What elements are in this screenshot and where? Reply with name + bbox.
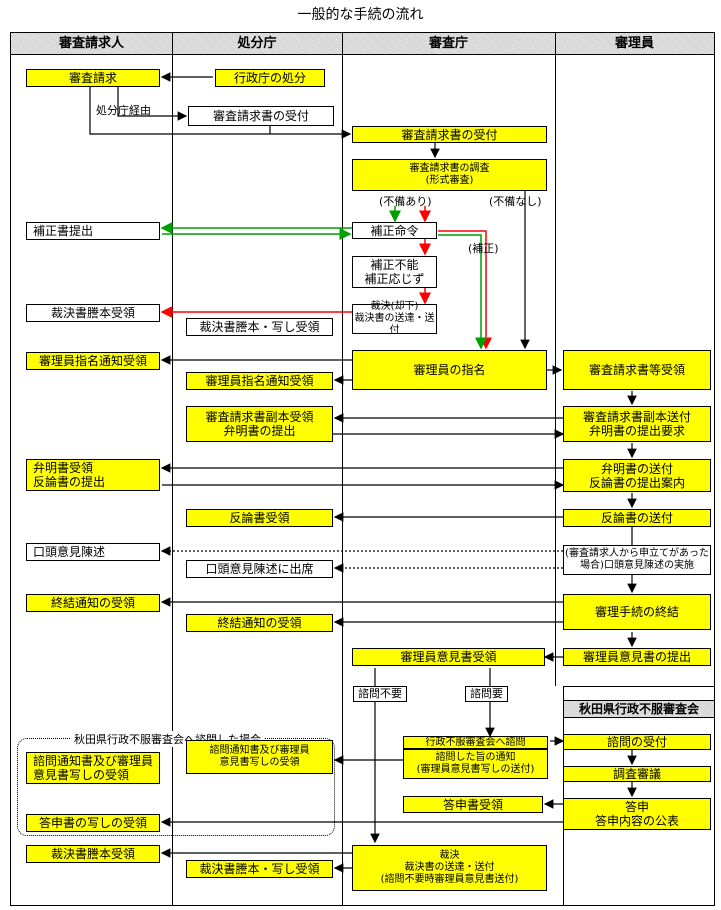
column-divider: [172, 33, 173, 905]
dismissal-box: 裁決(却下) 裁決書の送達・送付: [352, 301, 437, 336]
council-panel-title: 秋田県行政不服審査会: [563, 700, 715, 718]
agency-decision-copy-box-2: 裁決書謄本・写し受領: [186, 860, 333, 878]
answer-box: 答申 答申内容の公表: [563, 798, 711, 830]
explanation-recv-box: 弁明書受領 反論書の提出: [26, 459, 160, 491]
via-agency-label: 処分庁経由: [96, 104, 151, 117]
column-divider: [555, 33, 556, 686]
council-panel: [563, 686, 715, 906]
oral-statement-box: 口頭意見陳述: [26, 543, 160, 561]
send-copy-box: 審査請求書副本送付 弁明書の提出要求: [563, 406, 711, 442]
col-header-review-office: 審査庁: [342, 33, 555, 55]
corrected-label: (補正): [468, 242, 499, 255]
agency-examiner-notice-box: 審理員指名通知受領: [186, 372, 333, 390]
uncorrectable-box: 補正不能 補正応じず: [352, 256, 437, 288]
oral-attend-box: 口頭意見陳述に出席: [186, 560, 333, 578]
correction-order-box: 補正命令: [352, 222, 437, 239]
diagram-frame: [10, 32, 715, 906]
oral-implement-box: (審査請求人から申立てがあった場合)口頭意見陳述の実施: [563, 545, 711, 575]
agency-copy-recv-box: 審査請求書副本受領 弁明書の提出: [186, 406, 333, 442]
consult-notice-box: 諮問した旨の通知 (審理員意見書写しの送付): [403, 749, 548, 779]
opinion-recv-box: 審理員意見書受領: [352, 648, 545, 666]
consult-notice-recv-box: 諮問通知書及び審理員 意見書写しの受領: [26, 752, 160, 784]
review-end-box: 審理手続の終結: [563, 594, 711, 630]
defect-no-label: (不備なし): [489, 195, 542, 208]
correction-submit-box: 補正書提出: [26, 222, 160, 240]
decision-copy-recv-box: 裁決書謄本受領: [26, 304, 160, 322]
col-header-examiner: 審理員: [555, 33, 714, 55]
examiner-receipt-box: 審査請求書等受領: [563, 350, 711, 390]
agency-end-notice-box: 終結通知の受領: [186, 614, 333, 632]
inspection-box: 審査請求書の調査 (形式審査): [352, 159, 547, 191]
col-header-requester: 審査請求人: [11, 33, 172, 55]
answer-copy-recv-box: 答申書の写しの受領: [26, 814, 160, 832]
office-receipt-box: 審査請求書の受付: [352, 126, 547, 143]
agency-decision-copy-box: 裁決書謄本・写し受領: [186, 318, 333, 336]
col-header-agency: 処分庁: [172, 33, 342, 55]
decision-copy-recv-box-2: 裁決書謄本受領: [26, 845, 160, 863]
defect-yes-label: (不備あり): [379, 195, 432, 208]
consult-not-required-tag: 諮問不要: [353, 686, 407, 702]
request-box: 審査請求: [26, 69, 160, 87]
examiner-appointment-box: 審理員の指名: [352, 350, 547, 390]
deliberation-box: 調査審議: [563, 766, 711, 782]
agency-receipt-box: 審査請求書の受付: [188, 106, 334, 126]
council-receipt-box: 諮問の受付: [563, 734, 711, 750]
consult-box: 行政不服審査会へ諮問: [403, 736, 548, 749]
answer-recv-box: 答申書受領: [403, 796, 543, 813]
consult-required-tag: 諮問要: [465, 686, 508, 702]
disposition-box: 行政庁の処分: [215, 69, 325, 87]
explanation-send-box: 弁明書の送付 反論書の提出案内: [563, 459, 711, 492]
agency-rebuttal-recv-box: 反論書受領: [186, 509, 333, 527]
end-notice-recv-box: 終結通知の受領: [26, 594, 160, 612]
rebuttal-send-box: 反論書の送付: [563, 509, 711, 527]
examiner-notice-recv-box: 審理員指名通知受領: [26, 352, 160, 370]
agency-consult-notice-box: 諮問通知書及び審理員 意見書写しの受領: [186, 740, 333, 774]
page-title: 一般的な手続の流れ: [297, 7, 424, 23]
column-divider: [342, 33, 343, 905]
opinion-submit-box: 審理員意見書の提出: [563, 648, 711, 666]
final-decision-box: 裁決 裁決書の送達・送付 (諮問不要時審理員意見書送付): [352, 845, 547, 891]
